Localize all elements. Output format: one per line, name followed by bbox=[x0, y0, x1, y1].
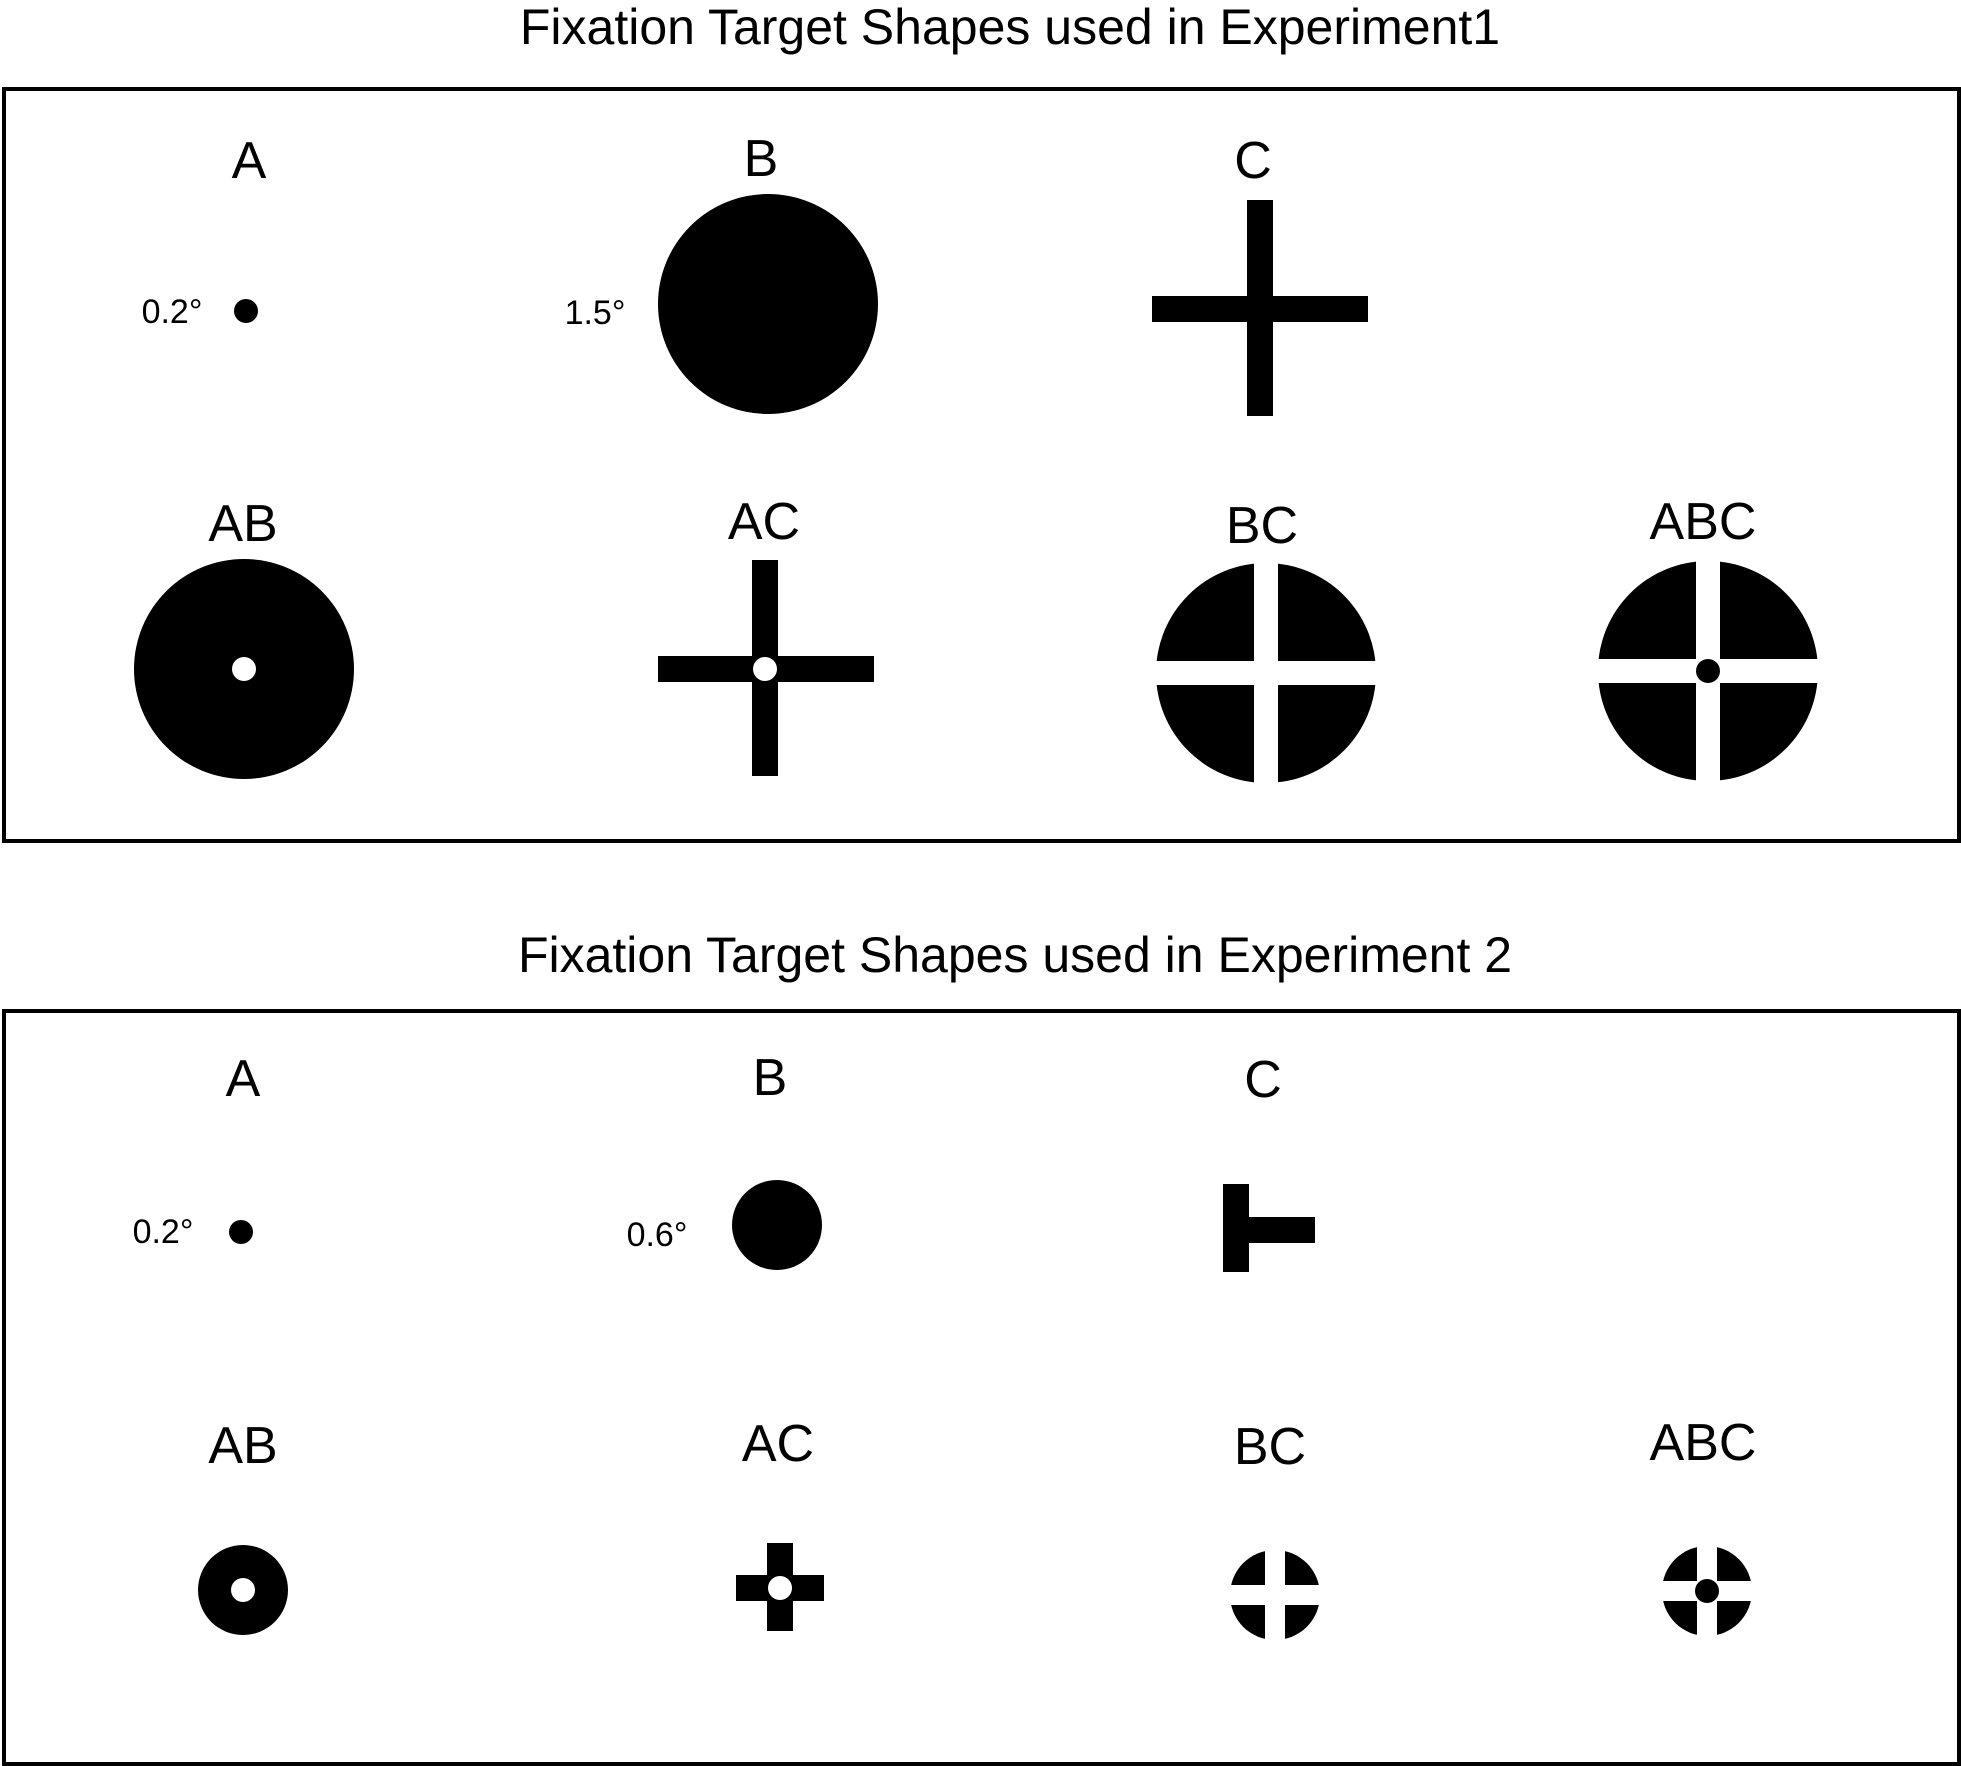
target-a-label: A bbox=[226, 1050, 261, 1108]
panel-experiment-1: Fixation Target Shapes used in Experimen… bbox=[2, 0, 1961, 843]
target-a-size-label: 0.2° bbox=[133, 1213, 194, 1251]
target-ab-label: AB bbox=[208, 495, 277, 553]
target-ab: AB bbox=[198, 1417, 288, 1635]
target-abc: ABC bbox=[1595, 493, 1821, 784]
target-a: A 0.2° bbox=[133, 1050, 261, 1251]
target-bc: BC bbox=[1225, 1418, 1325, 1645]
panel-2-frame bbox=[2, 1009, 1961, 1766]
target-a-label: A bbox=[232, 132, 267, 190]
target-ac-label: AC bbox=[728, 493, 800, 551]
target-b-disc bbox=[732, 1180, 822, 1270]
target-bc: BC bbox=[1153, 497, 1379, 786]
target-abc: ABC bbox=[1650, 1414, 1757, 1641]
target-ab: AB bbox=[134, 495, 354, 779]
panel-experiment-2: Fixation Target Shapes used in Experimen… bbox=[2, 927, 1961, 1766]
target-c-cross-horizontal bbox=[1227, 1217, 1315, 1243]
target-ac: AC bbox=[658, 493, 874, 776]
target-c: C bbox=[1152, 132, 1368, 416]
target-abc-label: ABC bbox=[1650, 1414, 1757, 1472]
target-ab-center-dot bbox=[232, 657, 256, 681]
target-ac: AC bbox=[736, 1415, 824, 1631]
target-b: B 1.5° bbox=[565, 130, 878, 414]
target-c-label: C bbox=[1234, 132, 1272, 190]
target-a-size-label: 0.2° bbox=[142, 293, 203, 331]
target-bc-label: BC bbox=[1234, 1418, 1306, 1476]
panel-2-title: Fixation Target Shapes used in Experimen… bbox=[518, 927, 1512, 983]
target-bc-gap-horizontal bbox=[1153, 661, 1379, 685]
target-b-label: B bbox=[744, 130, 779, 188]
target-b: B 0.6° bbox=[627, 1049, 822, 1270]
target-ac-center-dot bbox=[768, 1576, 792, 1600]
target-c: C bbox=[1223, 1051, 1315, 1272]
target-abc-label: ABC bbox=[1650, 493, 1757, 551]
target-a-dot bbox=[229, 1220, 253, 1244]
target-ac-label: AC bbox=[742, 1415, 814, 1473]
target-abc-center-dot bbox=[1696, 659, 1720, 683]
target-ab-label: AB bbox=[208, 1417, 277, 1475]
target-c-label: C bbox=[1244, 1051, 1282, 1109]
target-b-size-label: 1.5° bbox=[565, 294, 626, 332]
target-b-size-label: 0.6° bbox=[627, 1216, 688, 1254]
panel-1-frame bbox=[2, 87, 1961, 843]
target-a-dot bbox=[234, 299, 258, 323]
target-ac-center-dot bbox=[753, 657, 777, 681]
target-b-disc bbox=[658, 194, 878, 414]
target-bc-label: BC bbox=[1226, 497, 1298, 555]
target-a: A 0.2° bbox=[142, 132, 267, 331]
target-abc-center-dot bbox=[1695, 1579, 1719, 1603]
target-ab-center-dot bbox=[231, 1578, 255, 1602]
target-bc-gap-horizontal bbox=[1225, 1585, 1325, 1605]
target-b-label: B bbox=[753, 1049, 788, 1107]
panel-1-title: Fixation Target Shapes used in Experimen… bbox=[520, 0, 1500, 55]
target-c-cross-horizontal bbox=[1152, 296, 1368, 322]
